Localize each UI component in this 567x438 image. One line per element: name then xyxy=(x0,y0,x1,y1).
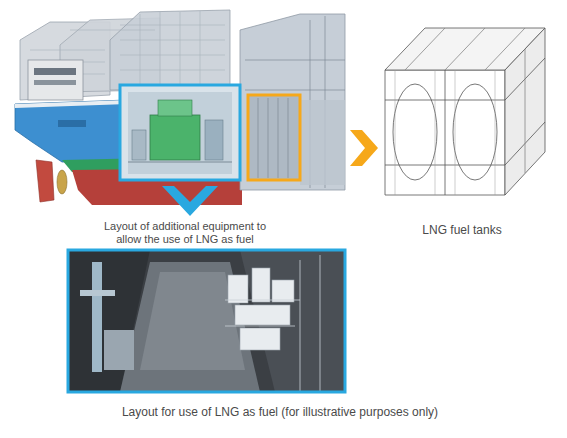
figure-caption: Layout for use of LNG as fuel (for illus… xyxy=(40,406,520,420)
tank-label: LNG fuel tanks xyxy=(392,224,532,238)
lng-tank-drawing xyxy=(385,28,545,195)
orange-arrow xyxy=(350,130,378,166)
annotation-text: Layout of additional equipment to allow … xyxy=(95,220,275,245)
engine-room-cutaway xyxy=(120,85,240,180)
superstructure xyxy=(28,60,83,100)
blue-arrow xyxy=(162,186,218,216)
tank-area xyxy=(240,14,345,190)
engine-room-render xyxy=(68,250,345,392)
tank-highlight xyxy=(248,95,300,180)
engine-highlight xyxy=(120,85,240,180)
